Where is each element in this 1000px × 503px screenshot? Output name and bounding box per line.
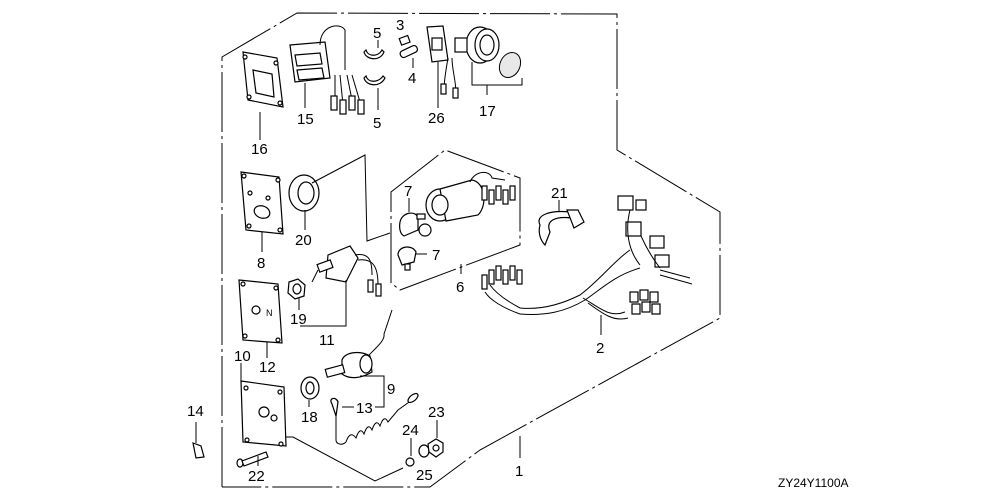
part-8-key-switch-plate[interactable] [240, 171, 284, 252]
callout-6[interactable]: 6 [456, 279, 464, 296]
callout-13[interactable]: 13 [356, 400, 373, 417]
part-4-sleeve[interactable] [399, 44, 419, 68]
part-26-indicator-switch[interactable] [426, 25, 459, 108]
callout-5-lower[interactable]: 5 [373, 115, 381, 132]
part-19-nut[interactable] [287, 278, 306, 310]
callout-1[interactable]: 1 [515, 463, 523, 480]
part-18-nut[interactable] [300, 376, 320, 407]
part-6-main-switch-kit[interactable] [390, 149, 521, 291]
part-5-clip-lower[interactable] [363, 74, 386, 110]
callout-17[interactable]: 17 [479, 103, 496, 120]
callout-10[interactable]: 10 [234, 348, 251, 365]
callout-7-lower[interactable]: 7 [432, 247, 440, 264]
callout-8[interactable]: 8 [257, 255, 265, 272]
part-24-washer[interactable] [405, 438, 415, 467]
part-10-plate[interactable] [240, 363, 404, 482]
callout-4[interactable]: 4 [408, 70, 416, 87]
callout-11[interactable]: 11 [319, 332, 335, 349]
callout-5-upper[interactable]: 5 [373, 25, 381, 42]
callout-15[interactable]: 15 [297, 111, 314, 128]
part-15-trim-switch[interactable] [289, 25, 365, 115]
part-22-bolt[interactable] [236, 451, 269, 468]
part-13-lanyard[interactable] [330, 392, 420, 445]
callout-14[interactable]: 14 [187, 403, 204, 420]
callout-3[interactable]: 3 [396, 17, 404, 34]
part-20-ring-seal[interactable] [288, 154, 391, 242]
callout-20[interactable]: 20 [295, 232, 312, 249]
callout-21[interactable]: 21 [551, 185, 568, 202]
part-11-emergency-stop-switch[interactable] [300, 245, 382, 327]
part-12-emergency-switch-plate[interactable]: N [238, 279, 283, 358]
diagram-code: ZY24Y1100A [778, 476, 849, 490]
plate-n-mark: N [266, 308, 273, 318]
callout-24[interactable]: 24 [402, 422, 419, 439]
callout-9[interactable]: 9 [387, 381, 395, 398]
callout-19[interactable]: 19 [290, 311, 307, 328]
part-21-clamp[interactable] [538, 200, 585, 247]
callout-22[interactable]: 22 [248, 468, 265, 485]
assembly-boundary [221, 12, 721, 488]
callout-23[interactable]: 23 [428, 404, 445, 421]
callout-25[interactable]: 25 [416, 467, 433, 484]
part-2-wire-harness[interactable] [481, 195, 693, 335]
callout-18[interactable]: 18 [301, 409, 318, 426]
callout-7-upper[interactable]: 7 [404, 183, 412, 200]
callout-2[interactable]: 2 [596, 340, 604, 357]
part-17-warning-lamp[interactable] [454, 26, 525, 95]
part-16-switch-plate[interactable] [242, 51, 284, 140]
part-14-clip[interactable] [192, 422, 205, 459]
part-9-stop-switch[interactable] [324, 309, 393, 408]
part-25-lock-washer[interactable] [418, 444, 430, 458]
part-23-nut[interactable] [427, 420, 444, 458]
callout-16[interactable]: 16 [251, 141, 268, 158]
part-7-key-lower[interactable] [397, 246, 427, 271]
callout-26[interactable]: 26 [428, 110, 445, 127]
part-7-key-upper[interactable] [399, 198, 426, 237]
callout-12[interactable]: 12 [259, 359, 276, 376]
part-3-screw[interactable] [398, 34, 411, 46]
part-5-clip-upper[interactable] [363, 40, 385, 60]
